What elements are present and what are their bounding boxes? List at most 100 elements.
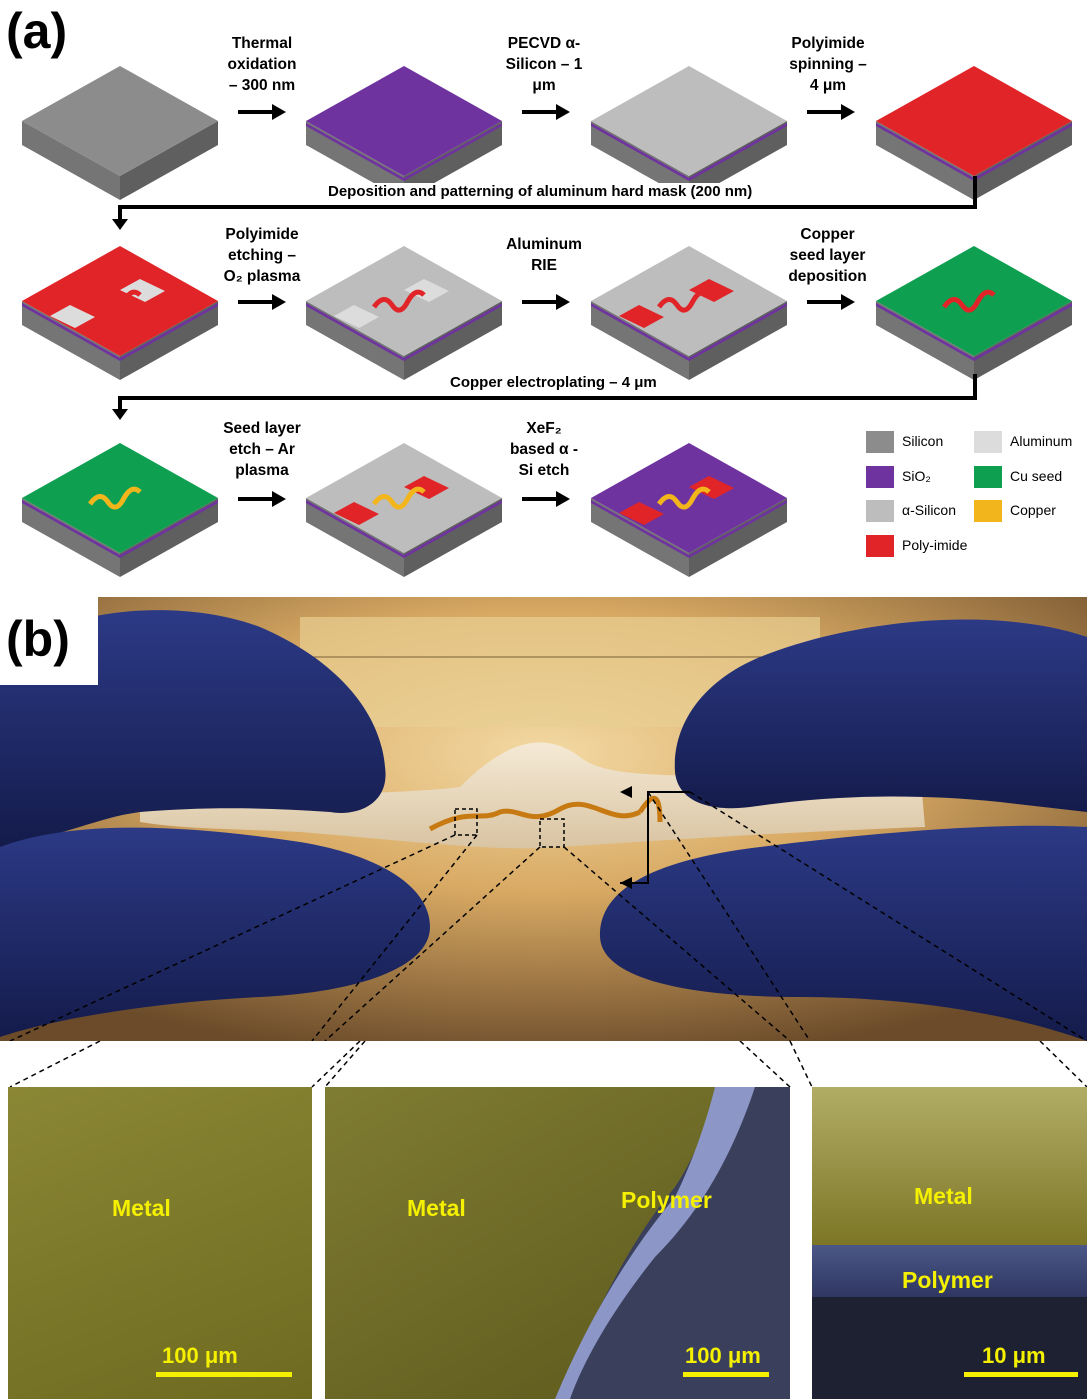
legend-swatch-aluminum: [974, 431, 1002, 453]
device-photo: [0, 597, 1087, 1041]
block-10-serpentine: [371, 486, 426, 510]
block-4-left-side: [876, 121, 974, 200]
step-label-seed-etch: Seed layer etch – Ar plasma: [223, 420, 301, 479]
block-8-pad-left: [904, 305, 949, 328]
block-10-top: [306, 443, 502, 553]
sem-images: Metal 100 μm Metal Polymer 100 μm Metal …: [0, 1041, 1087, 1399]
block-9-serpentine: [87, 486, 142, 510]
block-5-pad-right: [120, 279, 165, 302]
row-transition-line-1: [118, 176, 977, 222]
row-transition-line-2: [118, 374, 977, 412]
sem-3-polymer-region: [812, 1245, 1087, 1297]
sem-2-scale-bar: [683, 1372, 769, 1377]
step-arrowhead-2: [556, 104, 570, 120]
legend-label-copper: Copper: [1010, 502, 1056, 518]
sem-3-polymer-label: Polymer: [902, 1267, 993, 1293]
block-5-oxide-layer: [22, 303, 120, 361]
block-5-serpentine: [87, 289, 142, 313]
block-9-left-side: [22, 498, 120, 577]
block-3-oxide-layer-right: [689, 123, 787, 181]
legend-swatch-copper: [974, 500, 1002, 522]
block-6-oxide-layer-right: [404, 303, 502, 361]
zoom-connector-lines: [9, 1041, 1087, 1088]
block-8-top: [876, 246, 1072, 356]
block-3-right-side: [689, 121, 787, 200]
block-6-pad-left: [334, 305, 379, 328]
block-7-top: [591, 246, 787, 356]
block-10-oxide-layer-right: [404, 500, 502, 558]
sem-2-polymer-region: [555, 1087, 790, 1399]
block-2-oxide-layer-right: [404, 123, 502, 181]
sem-2-metal-label: Metal: [407, 1195, 466, 1221]
step-arrowhead-7: [272, 491, 286, 507]
block-10-pad-right: [404, 476, 449, 499]
block-6-serpentine: [371, 289, 426, 313]
block-1-left-side: [22, 121, 120, 200]
block-9-top: [22, 443, 218, 553]
block-2-right-side: [404, 121, 502, 200]
legend-swatch-sio2: [866, 466, 894, 488]
step-arrowhead-6: [841, 294, 855, 310]
block-7-oxide-layer-right: [689, 303, 787, 361]
sem-3-scale-bar: [964, 1372, 1078, 1377]
block-3-top: [591, 66, 787, 176]
block-11-pad-left: [619, 502, 664, 525]
block-8-oxide-layer: [876, 303, 974, 361]
step-arrowhead-4: [272, 294, 286, 310]
legend-swatch-silicon: [866, 431, 894, 453]
panel-b-label-backdrop: [0, 597, 98, 685]
block-4-top: [876, 66, 1072, 176]
step-label-polyimide-spinning: Polyimide spinning – 4 μm: [789, 35, 867, 94]
block-5-right-side: [120, 301, 218, 380]
block-11-pad-right: [689, 476, 734, 499]
legend-label-sio2: SiO₂: [902, 468, 931, 484]
step-label-pecvd: PECVD α- Silicon – 1 μm: [505, 35, 583, 94]
block-6-oxide-layer: [306, 303, 404, 361]
legend-swatch-cu-seed: [974, 466, 1002, 488]
block-6-pad-right: [404, 279, 449, 302]
step-label-polyimide-etching: Polyimide etching – O₂ plasma: [223, 226, 301, 285]
block-6-left-side: [306, 301, 404, 380]
block-9-right-side: [120, 498, 218, 577]
block-2-left-side: [306, 121, 404, 200]
block-4-right-side: [974, 121, 1072, 200]
block-5-left-side: [22, 301, 120, 380]
panel-a-label: (a): [6, 3, 68, 59]
block-4-oxide-layer: [876, 123, 974, 181]
sem-2-polymer-label: Polymer: [621, 1187, 712, 1213]
block-10-oxide-layer: [306, 500, 404, 558]
block-7-right-side: [689, 301, 787, 380]
legend-label-silicon: Silicon: [902, 433, 944, 449]
block-7-pad-left: [619, 305, 664, 328]
block-8-oxide-layer-right: [974, 303, 1072, 361]
row-transition-label-1: Deposition and patterning of aluminum ha…: [322, 183, 759, 200]
block-3-oxide-layer: [591, 123, 689, 181]
block-6-right-side: [404, 301, 502, 380]
step-label-aluminum-rie: Aluminum RIE: [506, 236, 582, 274]
step-label-copper-seed: Copper seed layer deposition: [788, 226, 867, 285]
block-9-oxide-layer-right: [120, 500, 218, 558]
block-6-top: [306, 246, 502, 356]
legend-label-cu-seed: Cu seed: [1010, 468, 1063, 484]
block-3-left-side: [591, 121, 689, 200]
block-7-serpentine: [656, 289, 711, 313]
step-label-thermal-oxidation: Thermal oxidation – 300 nm: [227, 35, 297, 94]
block-11-oxide-layer-right: [689, 500, 787, 558]
block-1-right-side: [120, 121, 218, 200]
block-10-left-side: [306, 498, 404, 577]
block-11-right-side: [689, 498, 787, 577]
sem-3-scale-label: 10 μm: [982, 1343, 1046, 1368]
block-11-serpentine: [656, 486, 711, 510]
block-5-pad-left: [50, 305, 95, 328]
sem-3-metal-label: Metal: [914, 1183, 973, 1209]
step-label-xef2-etch: XeF₂ based α - Si etch: [509, 420, 579, 479]
block-9-oxide-layer: [22, 500, 120, 558]
sem-panel-1: Metal 100 μm: [8, 1087, 312, 1399]
block-2-oxide-layer: [306, 123, 404, 181]
sem-panel-2: Metal Polymer 100 μm: [325, 1087, 790, 1399]
legend-label-aluminum: Aluminum: [1010, 433, 1073, 449]
block-1-top: [22, 66, 218, 176]
block-10-pad-left: [334, 502, 379, 525]
step-arrowhead-8: [556, 491, 570, 507]
sem-1-scale-bar: [156, 1372, 292, 1377]
